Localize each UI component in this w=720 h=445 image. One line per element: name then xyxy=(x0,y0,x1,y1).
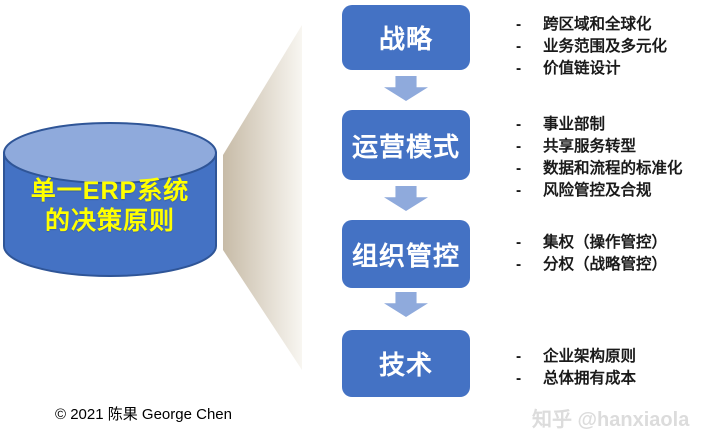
bullet-text: 共享服务转型 xyxy=(543,138,637,155)
bullets-operating-model: - 事业部制 - 共享服务转型 - 数据和流程的标准化 - 风险管控及合规 xyxy=(516,114,716,202)
bullet-text: 风险管控及合规 xyxy=(543,182,652,199)
bullet-text: 业务范围及多元化 xyxy=(543,38,668,55)
source-label: 单一ERP系统 的决策原则 xyxy=(0,176,220,236)
bullets-org-control: - 集权（操作管控） - 分权（战略管控） xyxy=(516,232,716,276)
bullet-dash: - xyxy=(516,256,522,273)
step-box-strategy-label: 战略 xyxy=(378,24,433,54)
bullet-text: 总体拥有成本 xyxy=(543,370,637,387)
bullet-text: 分权（战略管控） xyxy=(543,256,668,273)
cylinder-body-shape xyxy=(3,152,217,277)
bullets-strategy: - 跨区域和全球化 - 业务范围及多元化 - 价值链设计 xyxy=(516,14,716,80)
bullet-text: 事业部制 xyxy=(543,116,606,133)
bullet-dash: - xyxy=(516,38,522,55)
watermark-text: 知乎 @hanxiaola xyxy=(532,409,690,431)
bullet-item: - 事业部制 xyxy=(516,114,716,136)
bullet-dash: - xyxy=(516,234,522,251)
bullet-text: 集权（操作管控） xyxy=(543,234,668,251)
bullet-dash: - xyxy=(516,116,522,133)
bullet-item: - 跨区域和全球化 xyxy=(516,14,716,36)
bullet-text: 跨区域和全球化 xyxy=(543,16,652,33)
bullet-item: - 共享服务转型 xyxy=(516,136,716,158)
bullet-item: - 风险管控及合规 xyxy=(516,180,716,202)
bullet-dash: - xyxy=(516,182,522,199)
step-box-org-control: 组织管控 xyxy=(342,220,470,288)
bullet-item: - 价值链设计 xyxy=(516,58,716,80)
bullet-item: - 业务范围及多元化 xyxy=(516,36,716,58)
step-box-operating-model-label: 运营模式 xyxy=(351,131,460,162)
bullet-text: 数据和流程的标准化 xyxy=(543,160,683,177)
bullet-dash: - xyxy=(516,370,522,387)
step-box-technology: 技术 xyxy=(342,330,470,397)
bullet-text: 企业架构原则 xyxy=(543,348,637,365)
step-box-operating-model: 运营模式 xyxy=(342,110,470,180)
bullet-item: - 分权（战略管控） xyxy=(516,254,716,276)
bullet-dash: - xyxy=(516,160,522,177)
source-label-line2: 的决策原则 xyxy=(44,207,175,235)
copyright-text: © 2021 陈果 George Chen xyxy=(55,406,232,423)
bullet-item: - 数据和流程的标准化 xyxy=(516,158,716,180)
step-box-strategy: 战略 xyxy=(342,5,470,70)
bullet-dash: - xyxy=(516,16,522,33)
bullet-dash: - xyxy=(516,60,522,77)
bullet-item: - 集权（操作管控） xyxy=(516,232,716,254)
step-box-org-control-label: 组织管控 xyxy=(351,240,460,271)
bullet-text: 价值链设计 xyxy=(543,60,621,77)
bullet-item: - 总体拥有成本 xyxy=(516,368,716,390)
bullet-dash: - xyxy=(516,348,522,365)
source-label-line1: 单一ERP系统 xyxy=(30,177,190,205)
bullet-item: - 企业架构原则 xyxy=(516,346,716,368)
cylinder-top-shape xyxy=(3,122,217,184)
bullets-technology: - 企业架构原则 - 总体拥有成本 xyxy=(516,346,716,390)
step-box-technology-label: 技术 xyxy=(378,350,433,380)
funnel-shape xyxy=(223,25,302,370)
bullet-dash: - xyxy=(516,138,522,155)
